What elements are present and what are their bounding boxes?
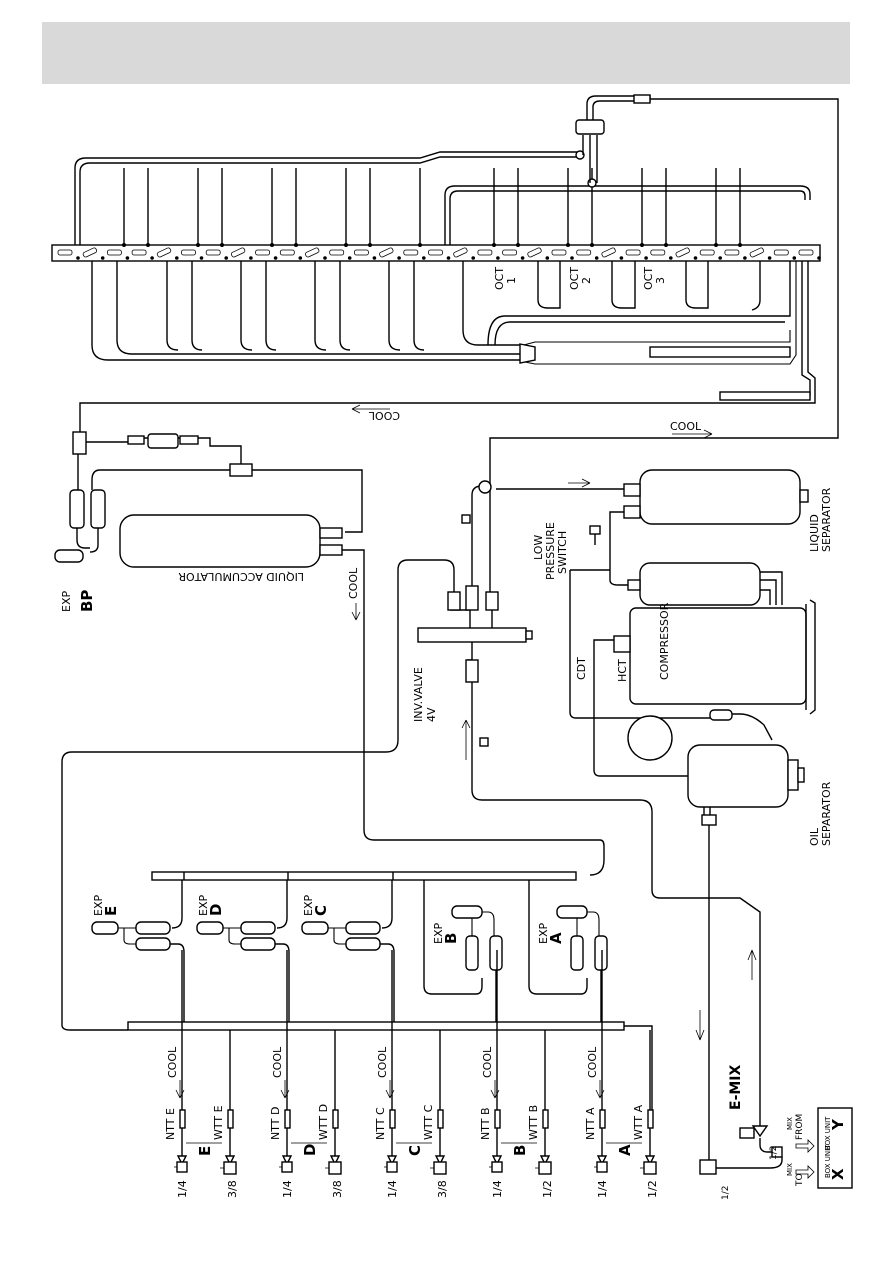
exp-d-label: EXP	[197, 895, 210, 916]
liquid-separator: LIQUID SEPARATOR LOW PRESSURE SWITCH	[496, 469, 833, 586]
oct-label-3: OCT	[642, 267, 655, 290]
ntt-label-e: NTT E	[164, 1108, 177, 1140]
exp-b-label: EXP	[432, 923, 445, 944]
heat-exchanger	[51, 168, 821, 262]
mix-from-label: MIX	[786, 1117, 794, 1130]
oct-label-1: OCT	[493, 267, 506, 290]
liquid-accumulator-label: LIQUID ACCUMULATOR	[178, 570, 304, 583]
inverter-valve: INV.VALVE 4V	[61, 480, 761, 1120]
gas-size-a: 1/2	[646, 1180, 659, 1198]
exp-e-label: EXP	[92, 895, 105, 916]
cool-label-unit-d: COOL	[271, 1046, 284, 1078]
wtt-label-b: WTT B	[527, 1105, 540, 1140]
liquid-separator-label-2: SEPARATOR	[820, 487, 833, 552]
to-label: TO	[795, 1173, 805, 1187]
cool-label-unit-c: COOL	[376, 1046, 389, 1078]
liquid-size-e: 1/4	[176, 1180, 189, 1198]
exp-e-letter: E	[102, 906, 120, 916]
ntt-label-b: NTT B	[479, 1107, 492, 1140]
liquid-size-c: 1/4	[386, 1180, 399, 1198]
oct-num-3: 3	[654, 277, 667, 284]
unit-letter-e: E	[196, 1146, 214, 1156]
liquid-size-b: 1/4	[491, 1180, 504, 1198]
hct-label: HCT	[616, 659, 629, 682]
exp-c-label: EXP	[302, 895, 315, 916]
mix-to-label: MIX	[786, 1163, 794, 1176]
bp-expansion-section: EXP BP	[54, 430, 363, 612]
cool-label-unit-b: COOL	[481, 1046, 494, 1078]
wtt-label-e: WTT E	[212, 1105, 225, 1140]
liquid-size-d: 1/4	[281, 1180, 294, 1198]
cool-label-unit-e: COOL	[166, 1046, 179, 1078]
low-pressure-label-2: PRESSURE	[544, 522, 557, 580]
low-pressure-label-3: SWITCH	[556, 531, 569, 574]
hx-upper-pipes	[74, 94, 839, 595]
box-sub-label-2: BOX UNIT	[824, 1144, 832, 1178]
unit-letter-d: D	[301, 1144, 319, 1156]
wtt-label-d: WTT D	[317, 1104, 330, 1140]
oct-num-2: 2	[580, 277, 593, 284]
gas-size-c: 3/8	[436, 1180, 449, 1198]
ntt-label-d: NTT D	[269, 1107, 282, 1140]
box-y-label: Y	[829, 1118, 847, 1131]
cool-label-unit-a: COOL	[586, 1046, 599, 1078]
gas-size-e: 3/8	[226, 1180, 239, 1198]
mix-size-to: 1/2	[721, 1186, 731, 1200]
box-x-label: X	[829, 1168, 847, 1180]
liquid-separator-label-1: LIQUID	[808, 514, 821, 552]
oct-num-1: 1	[505, 277, 518, 284]
cdt-label: CDT	[575, 657, 588, 680]
cool-label-1: COOL	[347, 567, 360, 599]
ntt-label-a: NTT A	[584, 1107, 597, 1140]
exp-a-label: EXP	[537, 923, 550, 944]
exp-b-letter: B	[442, 933, 460, 944]
oil-separator: OIL SEPARATOR	[687, 744, 833, 1160]
unit-columns: COOL NTT E WTT E E 1/4 3/8 COOL NTT D WTT D D 1/4 3…	[164, 950, 659, 1198]
unit-letter-c: C	[406, 1145, 424, 1156]
compressor-label: COMPRESSOR	[658, 602, 671, 680]
mix-size-from: 1/2	[769, 1146, 779, 1160]
exp-d-letter: D	[207, 904, 225, 916]
cool-arrow-right: COOL	[670, 420, 713, 439]
oil-separator-label-1: OIL	[808, 827, 821, 846]
hx-lower-pipes	[79, 261, 816, 430]
wtt-label-c: WTT C	[422, 1104, 435, 1140]
gas-size-d: 3/8	[331, 1180, 344, 1198]
inv-valve-4v-label: 4V	[425, 707, 438, 722]
ntt-label-c: NTT C	[374, 1107, 387, 1140]
liquid-size-a: 1/4	[596, 1180, 609, 1198]
exp-a-letter: A	[547, 932, 565, 944]
oil-separator-label-2: SEPARATOR	[820, 781, 833, 846]
compressor-group: COMPRESSOR HCT CDT	[569, 562, 816, 777]
exp-bp-label: EXP	[60, 591, 73, 612]
low-pressure-label-1: LOW	[532, 535, 545, 560]
box-sub-label-1: BOX UNIT	[824, 1116, 832, 1150]
e-mix-label: E-MIX	[728, 1064, 744, 1110]
inv-valve-label: INV.VALVE	[412, 667, 425, 722]
header-bar	[42, 22, 850, 84]
oct-label-2: OCT	[568, 267, 581, 290]
exp-c-letter: C	[312, 905, 330, 916]
gas-manifold	[127, 871, 653, 1120]
from-label: FROM	[795, 1114, 805, 1140]
liquid-accumulator: LIQUID ACCUMULATOR COOL COOL	[119, 404, 605, 876]
wtt-label-a: WTT A	[632, 1104, 645, 1140]
cool-label-right: COOL	[670, 420, 702, 433]
unit-letter-b: B	[511, 1145, 529, 1156]
bp-label: BP	[78, 590, 96, 612]
oct-labels: OCT 1 OCT 2 OCT 3	[493, 267, 667, 290]
cool-label-top: COOL	[368, 409, 400, 422]
e-mix-section: E-MIX 1/2 1/2 Y X BOX UNIT BOX UNIT FROM…	[695, 949, 853, 1200]
unit-letter-a: A	[616, 1144, 634, 1156]
gas-size-b: 1/2	[541, 1180, 554, 1198]
